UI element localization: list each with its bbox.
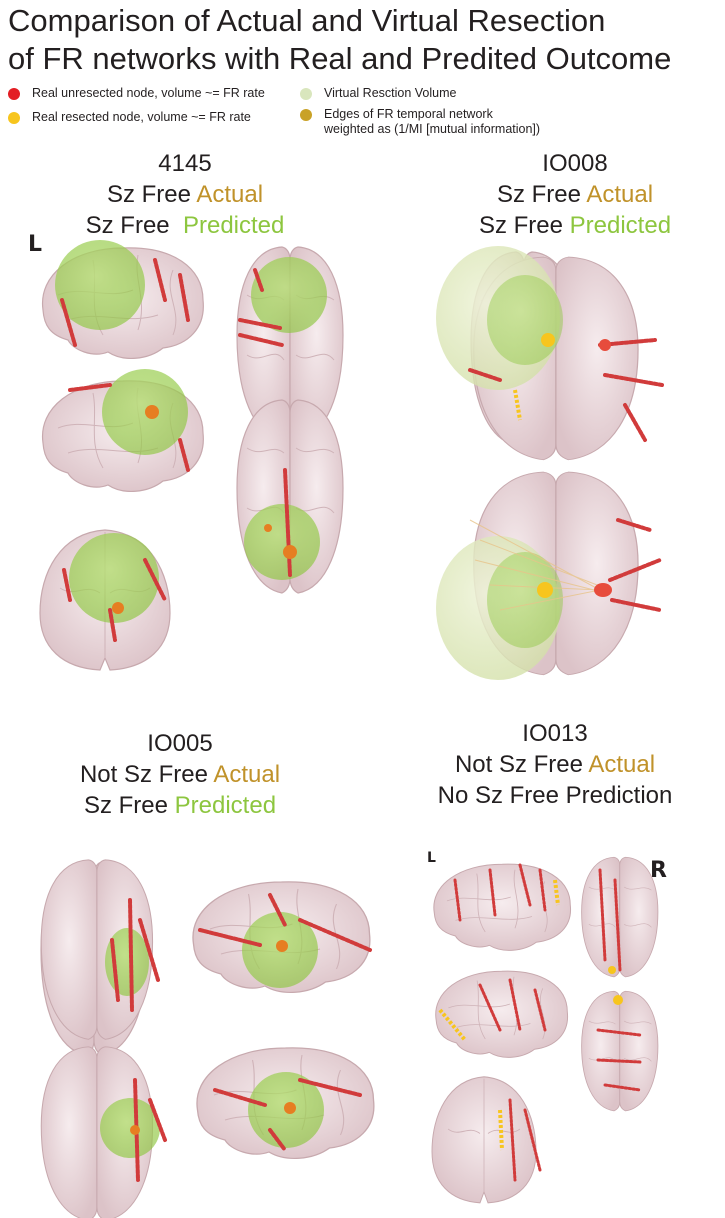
side-label-left-small: L: [427, 850, 436, 866]
outcome-text: Not Sz Free: [454, 751, 583, 778]
outcome-text: Sz Free: [83, 792, 168, 819]
brain-IO005-lateral-lower: [196, 1047, 375, 1160]
yellow-node-icon: [8, 112, 20, 124]
brain-IO005-top-upper: [40, 859, 160, 1056]
predicted-label: Predicted: [569, 212, 672, 239]
legend-unresected-label: Real unresected node, volume ~= FR rate: [32, 86, 265, 100]
legend-unresected: Real unresected node, volume ~= FR rate: [8, 86, 265, 101]
actual-label: Actual: [196, 181, 264, 208]
brain-4145-frontal: [39, 529, 171, 671]
title-line-1: Comparison of Actual and Virtual Resecti…: [8, 3, 606, 38]
legend-edges-label: Edges of FR temporal network weighted as…: [324, 107, 540, 137]
brain-IO008-top-upper: [436, 246, 664, 461]
outcome-text: Not Sz Free: [79, 761, 208, 788]
brain-IO013-top-upper: [581, 856, 659, 978]
legend-edges-line2: weighted as (1/MI [mutual information]): [324, 122, 541, 136]
actual-label: Actual: [213, 761, 281, 788]
outcome-predicted: Sz Free Predicted: [50, 210, 320, 241]
predicted-label: Predicted: [182, 212, 285, 239]
outcome-predicted: Sz Free Predicted: [440, 210, 710, 241]
actual-label: Actual: [588, 751, 656, 778]
side-label-left: L: [28, 232, 43, 257]
panel-id: IO008: [542, 150, 608, 177]
brain-IO013-lateral-upper: [433, 863, 572, 951]
panel-id: 4145: [158, 150, 212, 177]
figure-title: Comparison of Actual and Virtual Resecti…: [8, 2, 723, 78]
virtual-volume-icon: [300, 88, 312, 100]
brain-IO005-top-lower: [40, 1046, 167, 1218]
predicted-label: Predicted: [174, 792, 277, 819]
outcome-predicted: Sz Free Predicted: [30, 790, 330, 821]
brain-IO005-lateral-upper: [192, 881, 372, 994]
panel-IO008-header: IO008 Sz Free Actual Sz Free Predicted: [440, 148, 710, 241]
outcome-actual: Not Sz Free Actual: [30, 759, 330, 790]
panel-4145-header: 4145 Sz Free Actual Sz Free Predicted: [50, 148, 320, 241]
panel-id: IO005: [147, 730, 213, 757]
side-label-right: R: [650, 858, 667, 883]
red-node-icon: [8, 88, 20, 100]
outcome-actual: Sz Free Actual: [50, 179, 320, 210]
legend-resected: Real resected node, volume ~= FR rate: [8, 110, 251, 125]
legend-resected-label: Real resected node, volume ~= FR rate: [32, 110, 251, 124]
panel-IO005-header: IO005 Not Sz Free Actual Sz Free Predict…: [30, 728, 330, 821]
brain-4145-top-lower: [236, 399, 344, 594]
outcome-text: Sz Free: [496, 181, 581, 208]
legend-virtual: Virtual Resction Volume: [300, 86, 456, 101]
brain-IO013-top-lower: [581, 990, 659, 1112]
brain-4145-top-upper: [236, 246, 344, 441]
legend-virtual-label: Virtual Resction Volume: [324, 86, 457, 100]
title-line-2: of FR networks with Real and Predited Ou…: [8, 41, 672, 76]
outcome-actual: Not Sz Free Actual: [400, 749, 710, 780]
brain-4145-lateral-middle: [41, 369, 204, 493]
brain-IO013-frontal: [431, 1076, 542, 1204]
outcome-text: Sz Free: [106, 181, 191, 208]
outcome-text: Sz Free: [478, 212, 563, 239]
panel-id: IO013: [522, 720, 588, 747]
legend-edges-line1: Edges of FR temporal network: [324, 107, 493, 121]
actual-label: Actual: [586, 181, 654, 208]
panel-IO013-header: IO013 Not Sz Free Actual No Sz Free Pred…: [400, 718, 710, 811]
legend-edges: Edges of FR temporal network weighted as…: [300, 107, 540, 137]
outcome-prediction: No Sz Free Prediction: [437, 782, 673, 809]
edge-icon: [300, 109, 312, 121]
brain-4145-lateral-top: [41, 240, 204, 360]
outcome-actual: Sz Free Actual: [440, 179, 710, 210]
brain-IO013-lateral-middle: [435, 970, 569, 1058]
brain-IO008-top-lower: [436, 471, 662, 680]
outcome-text: Sz Free: [85, 212, 170, 239]
